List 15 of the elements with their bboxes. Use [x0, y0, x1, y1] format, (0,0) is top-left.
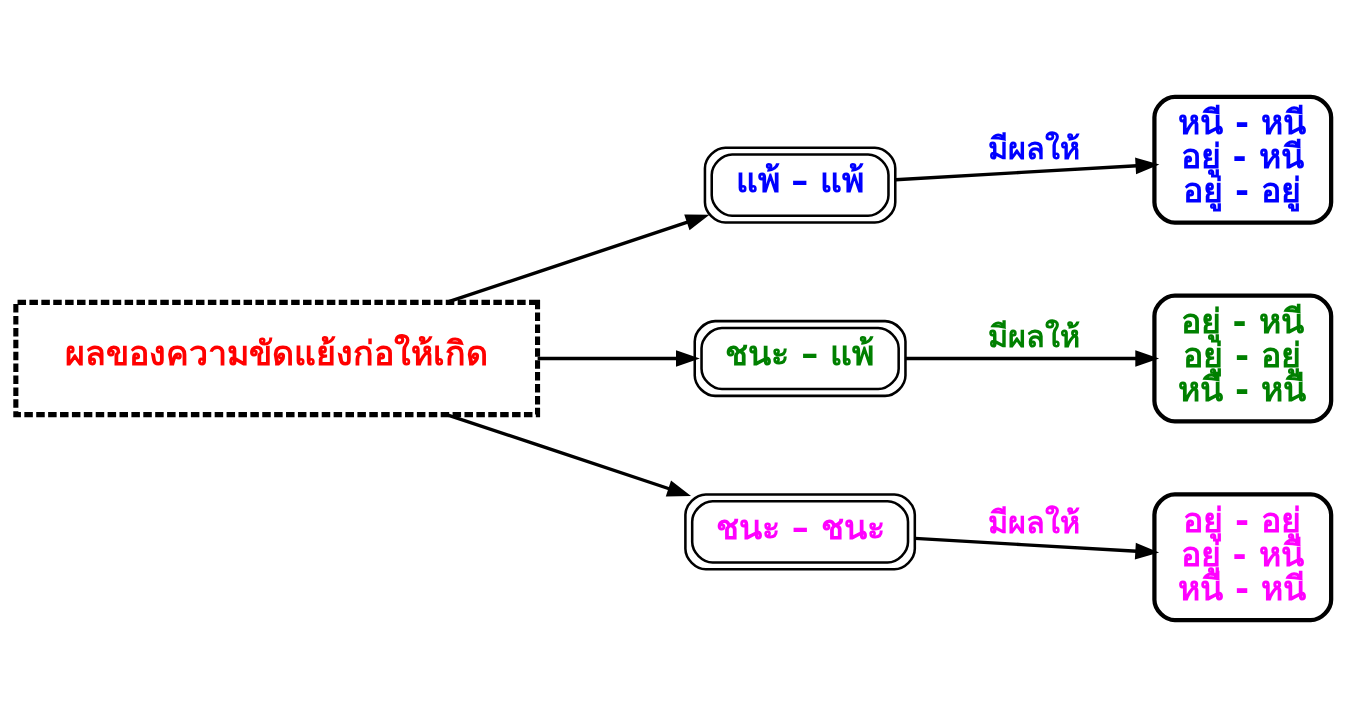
arrow — [446, 412, 692, 496]
node-box: ชนะ – แพ้ — [693, 319, 907, 397]
arrow — [914, 536, 1160, 559]
edge-label: มีผลให้ — [987, 130, 1080, 166]
edge-label: มีผลให้ — [987, 504, 1080, 540]
arrow — [537, 349, 700, 367]
arrow — [446, 213, 710, 304]
edge-label: มีผลให้ — [987, 318, 1080, 354]
arrow — [905, 349, 1160, 367]
node-box: ชนะ – ชนะ — [684, 492, 917, 570]
node-box: ผลของความขัดแย้งก่อให้เกิด — [13, 299, 541, 417]
node-box: แพ้ – แพ้ — [703, 146, 897, 224]
arrow — [895, 156, 1160, 181]
node-box: หนี - หนี อยู่ - หนี อยู่ - อยู่ — [1152, 94, 1334, 225]
node-box: อยู่ - หนี อยู่ - อยู่ หนี - หนี — [1152, 293, 1334, 423]
